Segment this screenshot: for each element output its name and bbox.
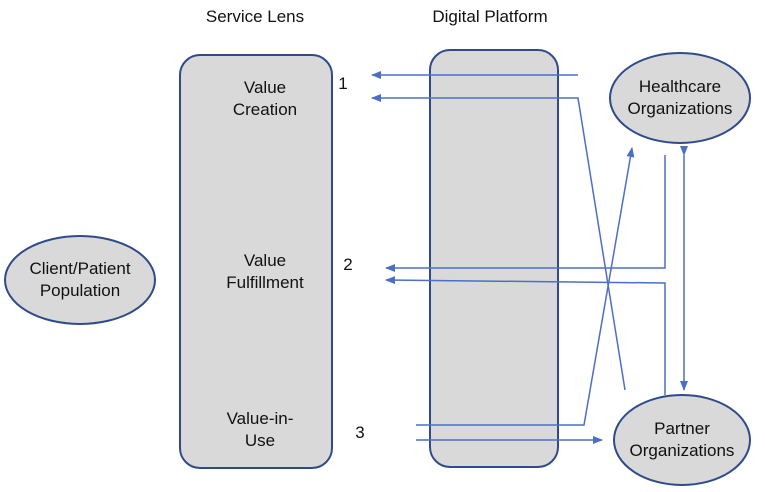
healthcare-line-1: Healthcare — [638, 77, 722, 96]
value-fulfillment-line-1: Value — [243, 251, 287, 270]
arrow-1-lower — [371, 94, 626, 391]
label-client-population: Client/Patient Population — [10, 258, 150, 302]
value-fulfillment-line-2: Fulfillment — [226, 273, 304, 292]
client-population-ellipse — [4, 235, 156, 325]
label-value-creation: Value Creation — [210, 77, 320, 121]
label-value-fulfillment: Value Fulfillment — [205, 250, 325, 294]
label-healthcare-organizations: Healthcare Organizations — [612, 76, 748, 120]
label-partner-organizations: Partner Organizations — [614, 418, 750, 462]
partner-line-2: Organizations — [629, 441, 735, 460]
client-line-1: Client/Patient — [29, 259, 131, 278]
number-1: 1 — [338, 74, 348, 93]
value-in-use-line-2: Use — [244, 431, 276, 450]
value-creation-line-1: Value — [243, 78, 287, 97]
value-creation-line-2: Creation — [232, 100, 298, 119]
heading-digital-platform: Digital Platform — [432, 7, 548, 26]
client-line-2: Population — [39, 281, 121, 300]
partner-organizations-ellipse — [613, 394, 751, 486]
value-in-use-line-1: Value-in- — [226, 409, 294, 428]
heading-service-lens: Service Lens — [205, 7, 305, 26]
partner-line-1: Partner — [654, 419, 710, 438]
number-3: 3 — [355, 423, 365, 442]
digital-platform-box — [429, 49, 559, 468]
arrow-2-lower — [385, 276, 666, 395]
arrow-3-upper — [416, 147, 635, 426]
service-lens-box — [179, 54, 333, 469]
healthcare-organizations-ellipse — [609, 52, 751, 144]
healthcare-line-2: Organizations — [627, 99, 733, 118]
number-2: 2 — [343, 255, 353, 274]
arrow-2-upper — [385, 155, 666, 272]
label-value-in-use: Value-in- Use — [205, 408, 315, 452]
